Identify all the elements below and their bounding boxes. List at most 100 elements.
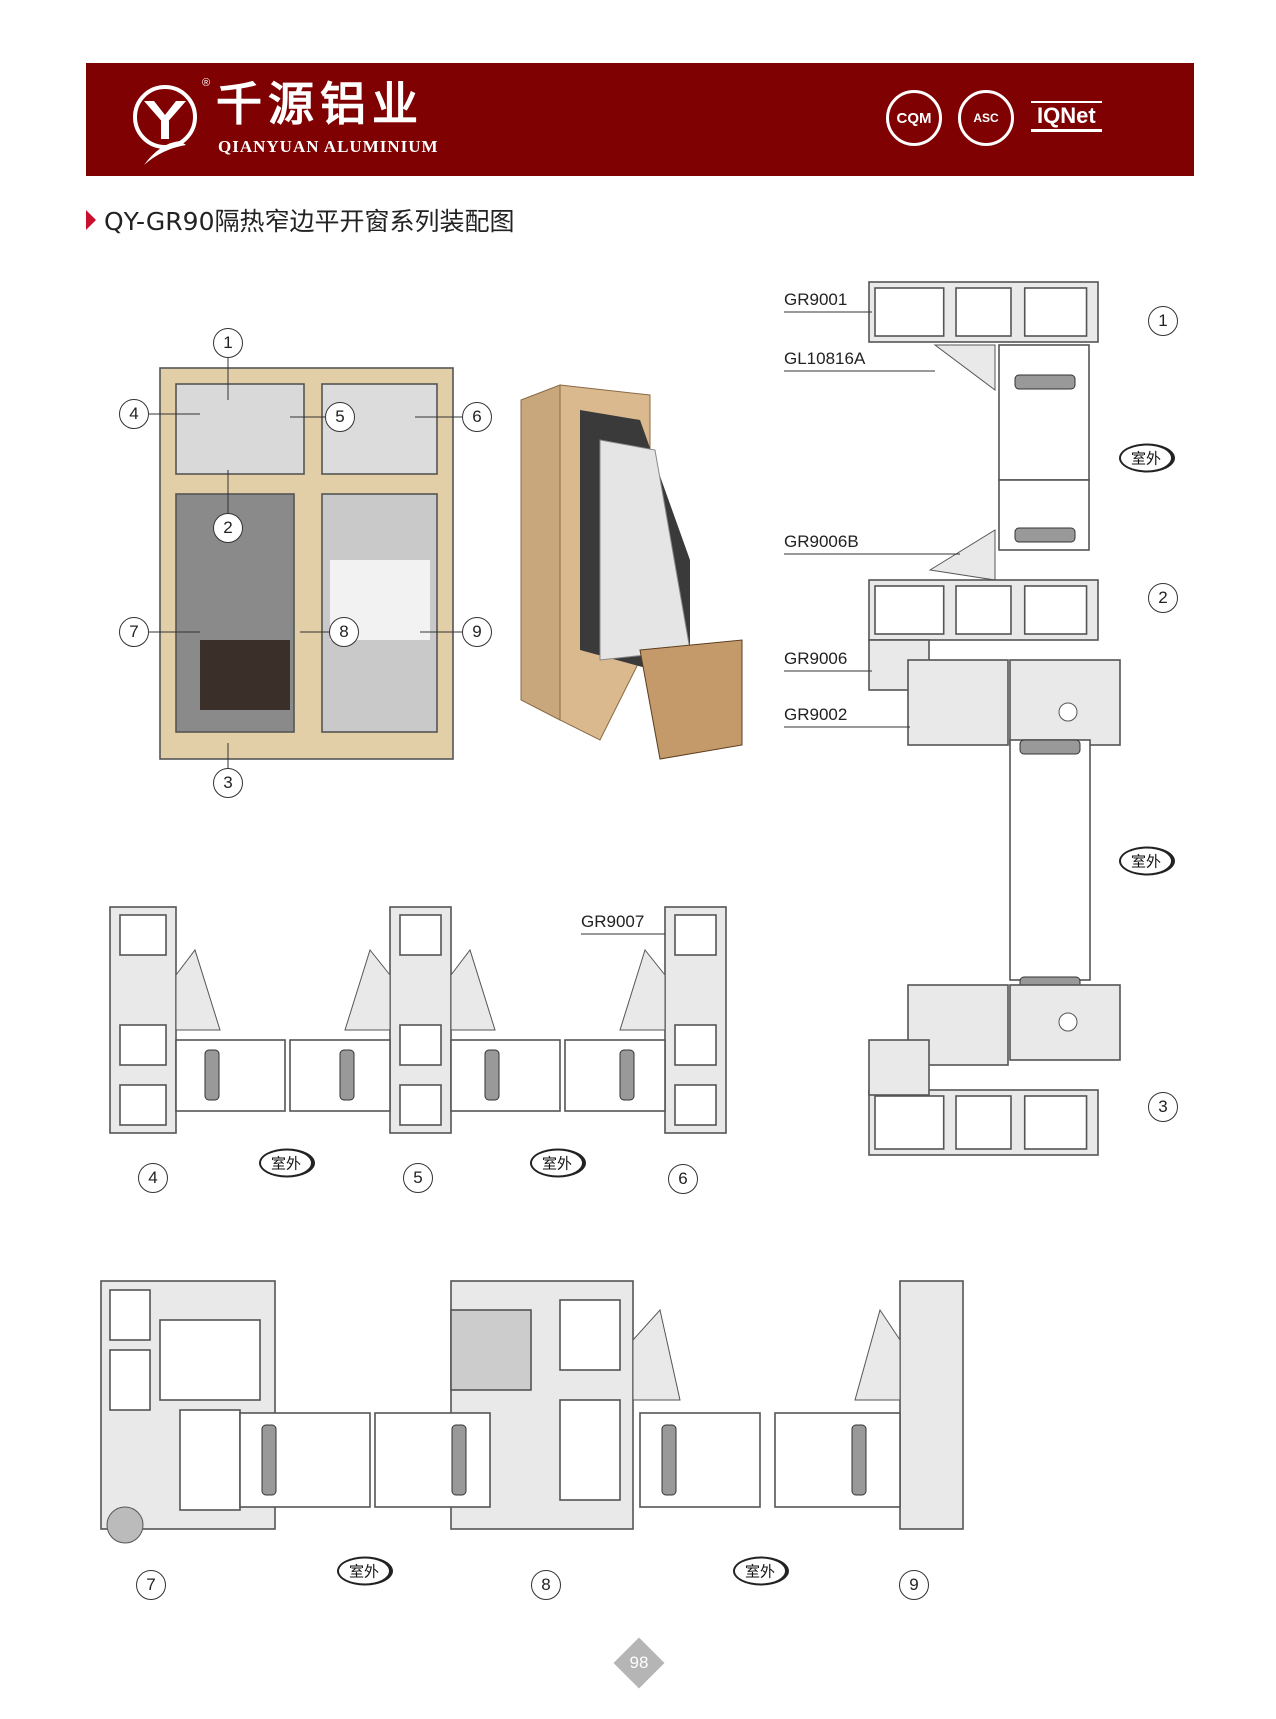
glass-unit (774, 1412, 901, 1508)
section-callout-6: 6 (668, 1164, 698, 1194)
profile-gr9006b (928, 529, 996, 581)
photo-callout-9: 9 (462, 617, 492, 647)
screw-icon (1058, 1012, 1078, 1032)
profile-3d-section (639, 639, 743, 760)
photo-callout-4: 4 (119, 399, 149, 429)
drawing-line (674, 1024, 717, 1066)
section-callout-1: 1 (1148, 306, 1178, 336)
section-callout-3: 3 (1148, 1092, 1178, 1122)
page-title: QY-GR90隔热窄边平开窗系列装配图 (86, 202, 514, 238)
drawing-line (399, 1084, 442, 1126)
glass-unit-top (998, 344, 1090, 481)
drawing-line (119, 1084, 167, 1126)
screw-icon (1058, 702, 1078, 722)
outside-label: 室外 (258, 1148, 316, 1178)
glass-unit (564, 1039, 666, 1112)
profile-gr9006-chamber (1023, 585, 1088, 635)
drawing-line (179, 1409, 241, 1511)
glass-spacer (1014, 374, 1076, 390)
brand-name-cn: 千源铝业 (216, 77, 424, 131)
asc-cert-badge: ASC (958, 90, 1014, 146)
brand-name-en: QIANYUAN ALUMINIUM (218, 137, 439, 156)
glazing-bead (175, 948, 221, 1031)
page-number-text: 98 (629, 1653, 649, 1672)
hardware-block (1009, 659, 1121, 746)
drawing-line (559, 1399, 621, 1501)
anchor-pipe-icon (106, 1506, 144, 1544)
profile-3d-side (520, 384, 561, 721)
page-number: 98 (611, 1635, 667, 1691)
profile-gl10816a (933, 344, 996, 391)
drawing-line (109, 1289, 151, 1341)
part-label-gr9001: GR9001 (784, 290, 848, 309)
drawing-line (399, 1024, 442, 1066)
profile-frame-bottom-upper (868, 1039, 930, 1096)
section-callout-2: 2 (1148, 583, 1178, 613)
glazing-bead (619, 948, 666, 1031)
glass-spacer (339, 1049, 355, 1101)
glass-spacer (261, 1424, 277, 1496)
glazing-bead (344, 948, 391, 1031)
profile-frame-bottom-chamber (955, 1095, 1012, 1150)
hinge-hardware (450, 1309, 532, 1391)
drawing-line (109, 1349, 151, 1411)
glass-spacer (1014, 527, 1076, 543)
drawing-line (119, 914, 167, 956)
glass-spacer (1019, 739, 1081, 755)
profile-gr9006-chamber (874, 585, 945, 635)
section-callout-7: 7 (136, 1570, 166, 1600)
photo-callout-6: 6 (462, 402, 492, 432)
section-callout-4: 4 (138, 1163, 168, 1193)
profile-gr9001-chamber (955, 287, 1012, 337)
glass-unit (239, 1412, 371, 1508)
outside-label: 室外 (1118, 846, 1176, 876)
part-label-gr9006: GR9006 (784, 649, 848, 668)
outside-label: 室外 (336, 1556, 394, 1586)
profile-section-9 (899, 1280, 964, 1530)
qianyuan-logo-icon (133, 85, 197, 165)
cqm-cert-badge: CQM (886, 90, 942, 146)
part-label-gr9006b: GR9006B (784, 532, 859, 551)
glass-unit (639, 1412, 761, 1508)
outside-label: 室外 (529, 1148, 587, 1178)
photo-callout-7: 7 (119, 617, 149, 647)
part-label-gr9007: GR9007 (581, 912, 645, 931)
outside-label: 室外 (1118, 443, 1176, 473)
drawing-line (119, 1024, 167, 1066)
glass-unit (450, 1039, 561, 1112)
profile-gr9001-chamber (874, 287, 945, 337)
profile-frame-bottom-chamber (1023, 1095, 1088, 1150)
glass-unit (374, 1412, 491, 1508)
glass-spacer (851, 1424, 867, 1496)
section-callout-9: 9 (899, 1570, 929, 1600)
title-marker-icon (86, 210, 96, 230)
glass-spacer (484, 1049, 500, 1101)
room-rug (200, 640, 290, 710)
photo-callout-8: 8 (329, 617, 359, 647)
profile-gr9002 (907, 659, 1009, 746)
drawing-line (559, 1299, 621, 1371)
hardware-block (1009, 984, 1121, 1061)
glazing-bead (632, 1308, 681, 1401)
glazing-bead (854, 1308, 901, 1401)
section-callout-8: 8 (531, 1570, 561, 1600)
drawing-line (159, 1319, 261, 1401)
photo-callout-5: 5 (325, 402, 355, 432)
registered-mark: ® (202, 77, 211, 89)
header-banner: 千源铝业 ® QIANYUAN ALUMINIUM CQM ASC IQNet (86, 63, 1194, 176)
window-pane-top-left (175, 383, 305, 475)
glazing-bead (450, 948, 496, 1031)
glass-spacer (451, 1424, 467, 1496)
part-label-gr9002: GR9002 (784, 705, 848, 724)
drawing-line (399, 914, 442, 956)
profile-frame-bottom-chamber (874, 1095, 945, 1150)
section-callout-5: 5 (403, 1163, 433, 1193)
photo-callout-1: 1 (213, 328, 243, 358)
iqnet-cert-badge: IQNet (1031, 101, 1102, 132)
glass-spacer (204, 1049, 220, 1101)
photo-callout-2: 2 (213, 513, 243, 543)
glass-unit (175, 1039, 286, 1112)
drawing-line (674, 1084, 717, 1126)
part-label-gl10816a: GL10816A (784, 349, 866, 368)
